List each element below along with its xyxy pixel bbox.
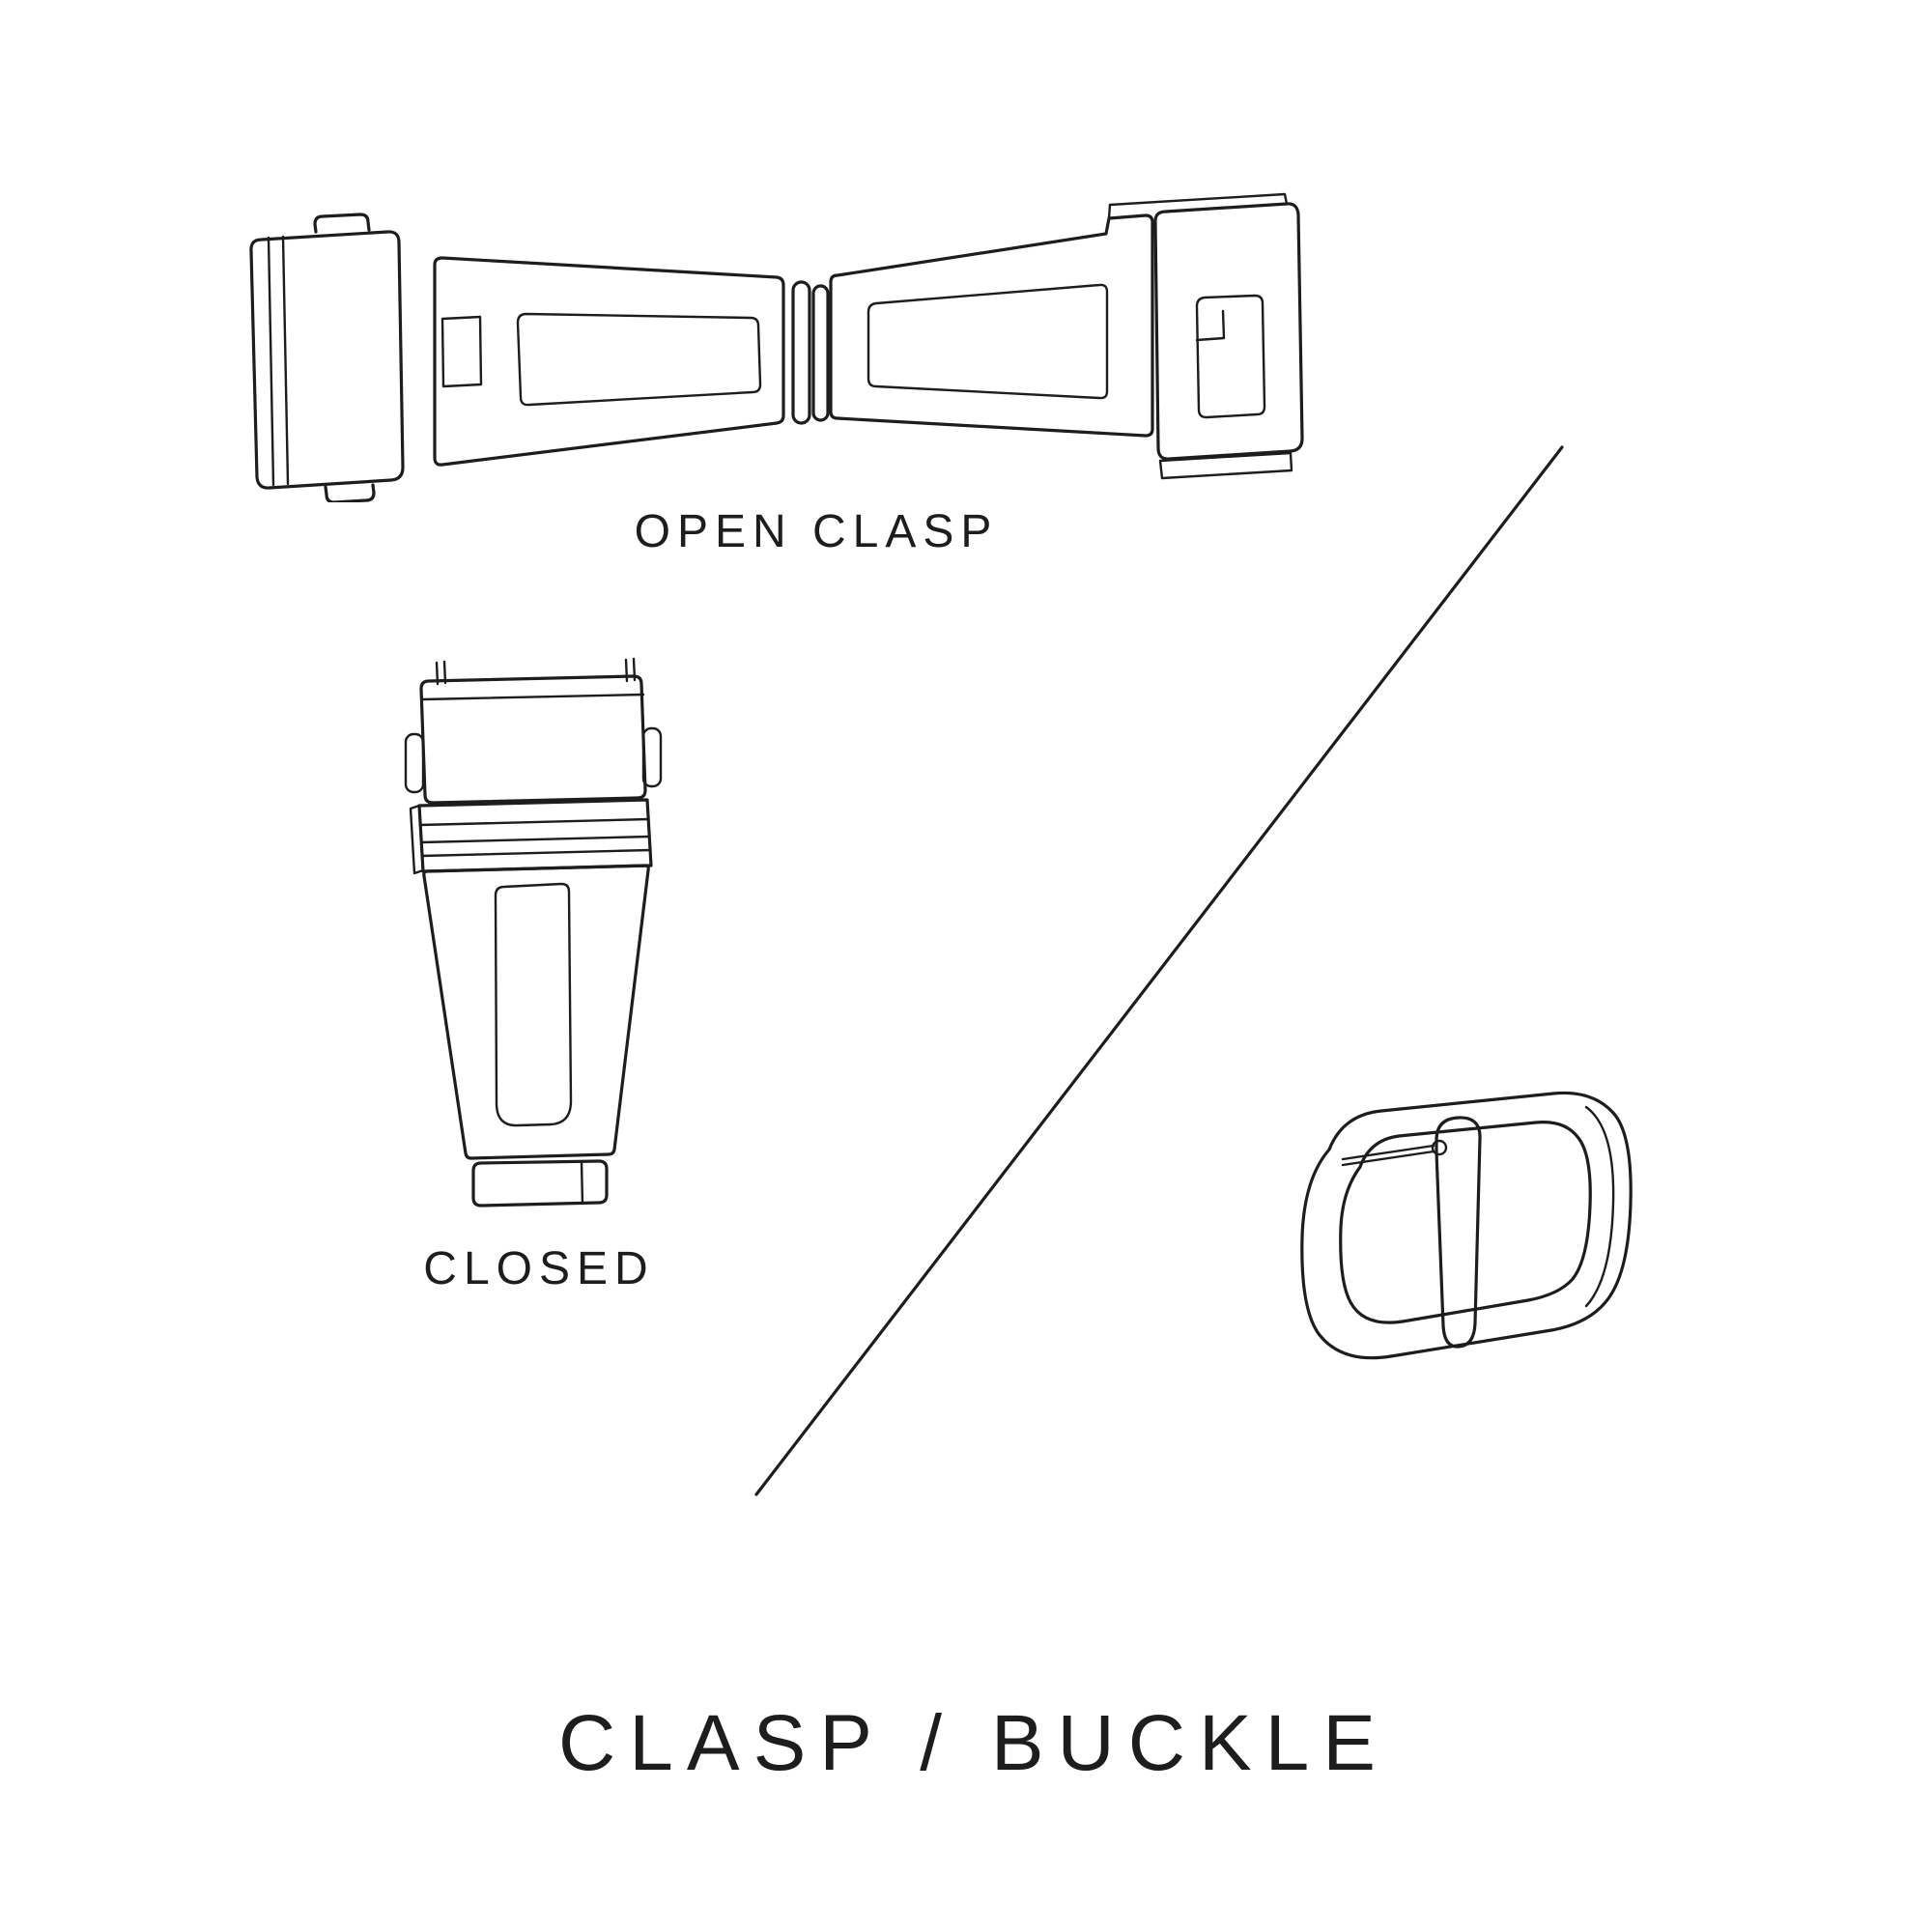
open-clasp-illustration — [237, 184, 1309, 502]
closed-clasp-label: CLOSED — [423, 1243, 655, 1294]
open-clasp-label: OPEN CLASP — [634, 506, 999, 557]
open-clasp-line-art-icon — [249, 192, 1304, 502]
closed-clasp-line-art-icon — [404, 657, 663, 1208]
closed-clasp-illustration — [386, 657, 715, 1217]
divider-line-icon — [754, 445, 1564, 1496]
divider-line — [749, 440, 1570, 1502]
tang-buckle-line-art-icon — [1300, 1091, 1633, 1360]
page-title: CLASP / BUCKLE — [558, 1699, 1389, 1787]
buckle-illustration — [1246, 1082, 1652, 1449]
